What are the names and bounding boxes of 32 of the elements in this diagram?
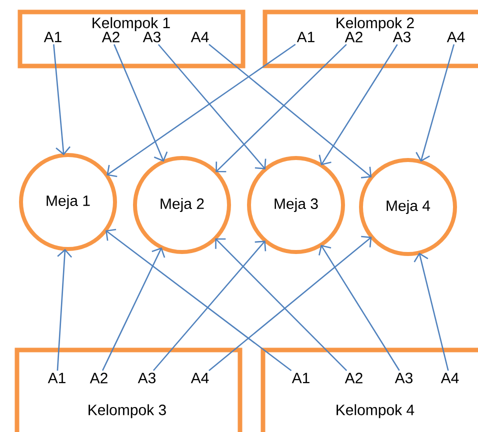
arrow xyxy=(56,248,72,371)
arrow xyxy=(152,240,266,371)
arrow xyxy=(318,244,400,371)
arrow xyxy=(106,44,296,178)
arrow xyxy=(106,228,292,372)
arrow xyxy=(102,247,166,371)
arrow xyxy=(414,252,449,371)
member-label: A3 xyxy=(394,372,413,384)
member-label: A2 xyxy=(344,32,362,42)
arrow xyxy=(114,44,168,162)
arrow xyxy=(318,44,398,166)
arrow xyxy=(158,44,266,170)
member-label: A4 xyxy=(446,32,465,42)
member-label: A4 xyxy=(190,32,209,42)
arrow xyxy=(216,44,347,172)
member-label: A1 xyxy=(44,32,62,42)
arrow xyxy=(53,44,70,156)
member-label: A1 xyxy=(48,372,66,384)
member-label: A3 xyxy=(142,32,161,42)
member-label: A4 xyxy=(440,372,459,384)
member-label: A2 xyxy=(344,372,362,384)
arrow xyxy=(215,238,348,372)
member-label: A3 xyxy=(392,32,411,42)
member-label: A3 xyxy=(138,372,156,384)
arrow xyxy=(208,44,372,178)
member-label: A2 xyxy=(102,32,120,42)
member-label: A2 xyxy=(90,372,108,384)
arrow xyxy=(416,44,455,162)
member-label: A4 xyxy=(190,372,209,384)
member-label: A1 xyxy=(296,32,314,42)
arrow xyxy=(208,236,372,372)
member-label: A1 xyxy=(292,372,310,384)
